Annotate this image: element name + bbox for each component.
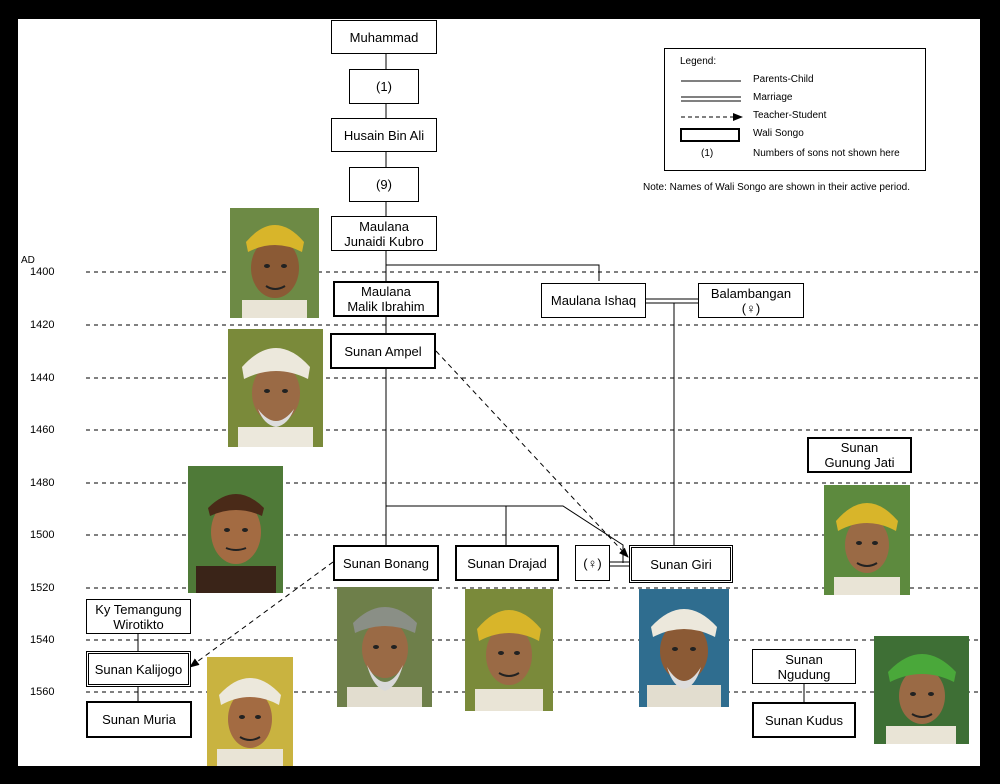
node-ky-temangung-wirotikto: Ky Temangung Wirotikto: [86, 599, 191, 634]
node-muhammad: Muhammad: [331, 20, 437, 54]
node-maulana-ishaq: Maulana Ishaq: [541, 283, 646, 318]
node-sunan-ngudung: Sunan Ngudung: [752, 649, 856, 684]
node-sunan-bonang: Sunan Bonang: [333, 545, 439, 581]
node-husain-bin-ali: Husain Bin Ali: [331, 118, 437, 152]
legend-line-solid: [681, 80, 741, 82]
teacher-student-lines: [189, 350, 629, 668]
portrait-image: [639, 589, 729, 707]
legend-row-marriage: Marriage: [665, 91, 925, 107]
year-label: 1440: [30, 372, 55, 384]
legend-sons-symbol: (1): [701, 148, 714, 159]
year-label: 1500: [30, 529, 55, 541]
portrait-sunan-kudus: [874, 636, 969, 744]
legend-title: Legend:: [680, 56, 717, 67]
legend-row-parents-child: Parents-Child: [665, 73, 925, 89]
portrait-sunan-muria: [207, 657, 293, 766]
portrait-sunan-drajad: [465, 589, 553, 711]
axis-unit: AD: [21, 255, 35, 266]
portrait-sunan-bonang: [337, 587, 432, 707]
legend-label: Teacher-Student: [753, 110, 827, 121]
node-sunan-kalijogo: Sunan Kalijogo: [86, 651, 191, 687]
node-sons-1: (1): [349, 69, 419, 104]
node-sunan-giri: Sunan Giri: [629, 545, 733, 583]
portrait-image: [228, 329, 323, 447]
portrait-image: [874, 636, 969, 744]
year-label: 1400: [30, 266, 55, 278]
note-text: Note: Names of Wali Songo are shown in t…: [643, 182, 910, 193]
portrait-image: [188, 466, 283, 593]
year-label: 1460: [30, 424, 55, 436]
portrait-image: [824, 485, 910, 595]
node-sons-9: (9): [349, 167, 419, 202]
node-balambangan: Balambangan (♀): [698, 283, 804, 318]
node-sunan-kudus: Sunan Kudus: [752, 702, 856, 738]
legend-row-sons: (1) Numbers of sons not shown here: [665, 147, 925, 163]
portrait-sunan-ampel: [228, 329, 323, 447]
node-sunan-drajad: Sunan Drajad: [455, 545, 559, 581]
legend-row-teacher-student: Teacher-Student: [665, 109, 925, 125]
marriage-lines: [610, 298, 698, 567]
portrait-malik-ibrahim: [230, 208, 319, 318]
year-label: 1480: [30, 477, 55, 489]
legend: Legend: Parents-Child Marriage Teacher-S…: [664, 48, 926, 171]
node-sunan-gunung-jati: Sunan Gunung Jati: [807, 437, 912, 473]
portrait-image: [207, 657, 293, 766]
node-female-spouse: (♀): [575, 545, 610, 581]
portrait-sunan-gunung-jati: [824, 485, 910, 595]
legend-line-dashed-arrow: [681, 113, 743, 121]
node-sunan-ampel: Sunan Ampel: [330, 333, 436, 369]
year-label: 1560: [30, 686, 55, 698]
year-label: 1420: [30, 319, 55, 331]
node-maulana-malik-ibrahim: Maulana Malik Ibrahim: [333, 281, 439, 317]
portrait-sunan-kalijogo: [188, 466, 283, 593]
portrait-image: [465, 589, 553, 711]
node-maulana-junaidi-kubro: Maulana Junaidi Kubro: [331, 216, 437, 251]
genealogy-canvas: AD 1400 1420 1440 1460 1480 1500 1520 15…: [18, 19, 980, 766]
legend-label: Marriage: [753, 92, 793, 103]
legend-line-double: [681, 96, 741, 102]
portrait-image: [337, 587, 432, 707]
portrait-image: [230, 208, 319, 318]
legend-label: Parents-Child: [753, 74, 814, 85]
node-sunan-muria: Sunan Muria: [86, 701, 192, 738]
legend-label: Numbers of sons not shown here: [753, 148, 900, 159]
year-label: 1520: [30, 582, 55, 594]
legend-box-bold: [680, 128, 740, 142]
legend-label: Wali Songo: [753, 128, 804, 139]
portrait-sunan-giri: [639, 589, 729, 707]
year-label: 1540: [30, 634, 55, 646]
legend-row-wali-songo: Wali Songo: [665, 127, 925, 143]
